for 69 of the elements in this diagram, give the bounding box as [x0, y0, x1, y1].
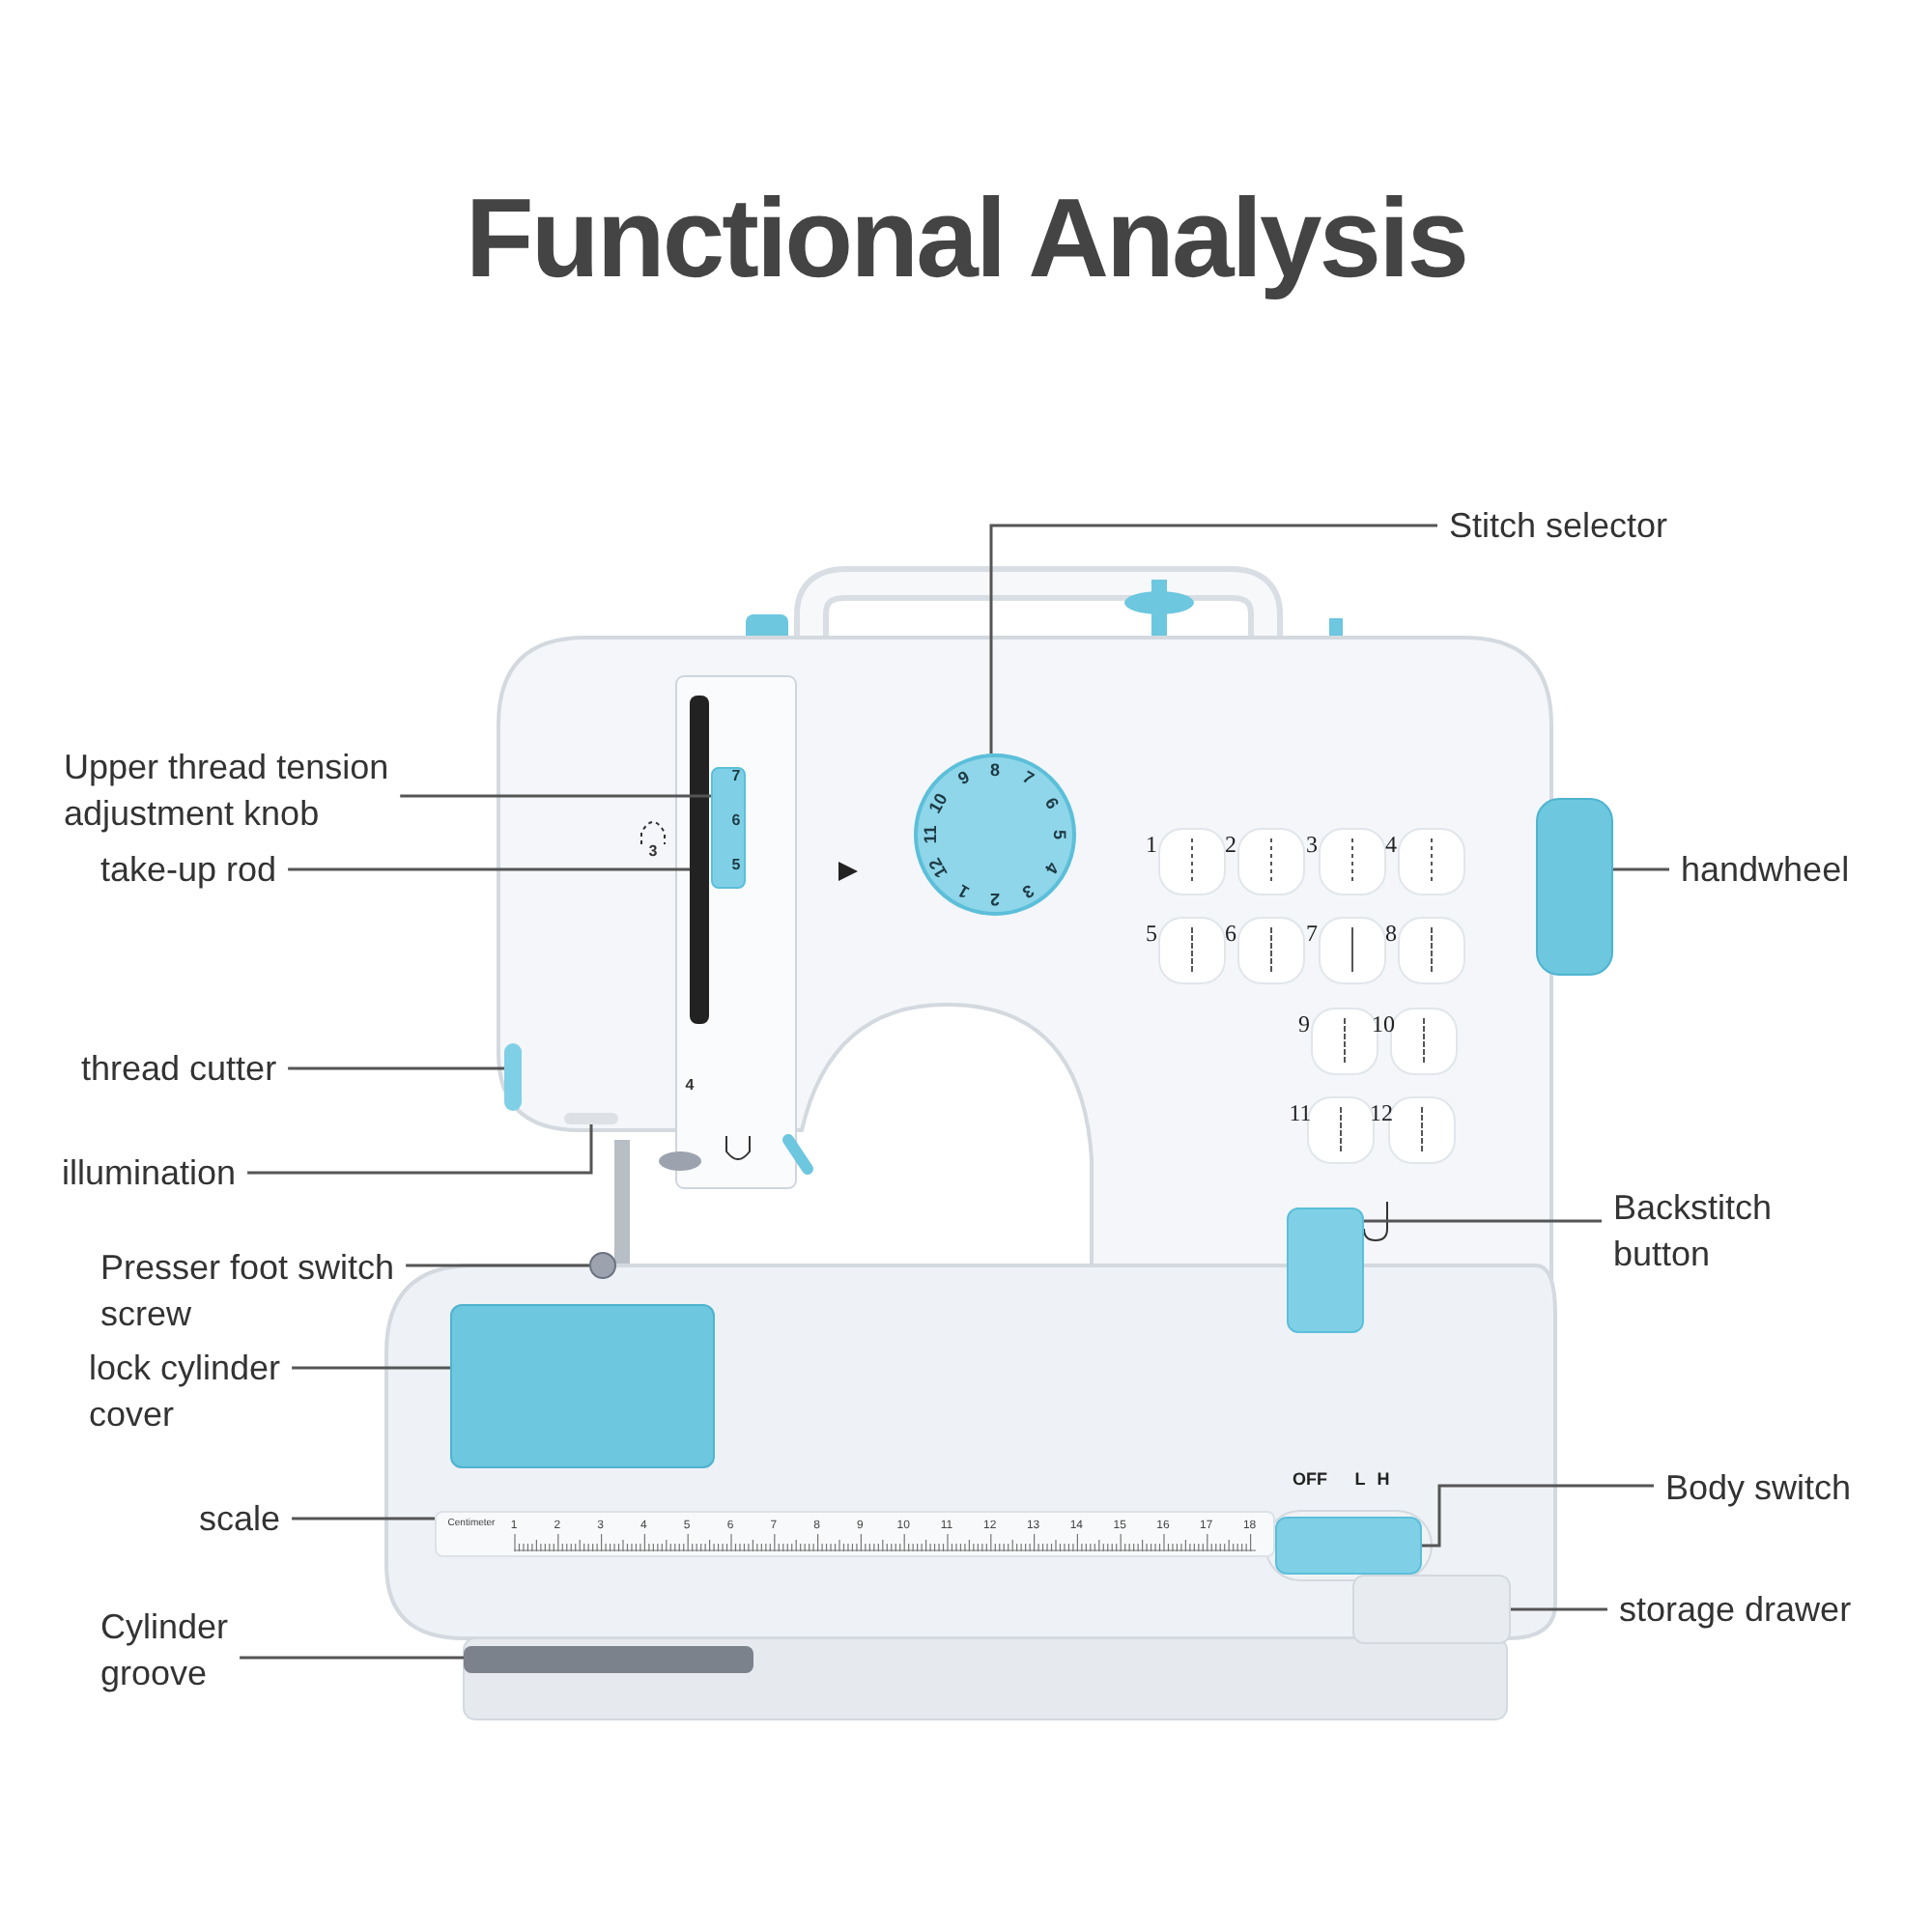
leader-line — [288, 1066, 504, 1070]
dial-number: 7 — [1018, 769, 1036, 790]
callout-label: scale — [199, 1495, 281, 1542]
callout-label: handwheel — [1681, 846, 1850, 893]
marking: 3 — [648, 844, 658, 860]
switch-setting: L — [1354, 1471, 1366, 1489]
callout-label: Backstitch button — [1613, 1184, 1779, 1277]
stitch-number: 7 — [1306, 922, 1318, 945]
callout-label: illumination — [62, 1150, 237, 1196]
leader-line — [406, 1264, 589, 1267]
leader-line — [1422, 1484, 1654, 1548]
dial-number: 8 — [990, 762, 1000, 780]
needle-plate-cover — [450, 1304, 715, 1468]
stitch-number: 4 — [1385, 833, 1397, 856]
leader-line — [989, 524, 1437, 753]
callout-label: Cylinder groove — [100, 1604, 240, 1696]
leader-line — [1613, 867, 1669, 871]
dial-number: 6 — [1039, 794, 1061, 811]
dial-number: 10 — [927, 789, 952, 816]
stitch-number: 3 — [1306, 833, 1318, 856]
handwheel — [1536, 798, 1613, 976]
marking: 4 — [685, 1078, 695, 1094]
callout-label: thread cutter — [81, 1045, 277, 1092]
stitch-number: 10 — [1372, 1012, 1395, 1036]
side-tab — [504, 1043, 522, 1111]
dial-number: 9 — [954, 769, 972, 790]
leader-line — [247, 1124, 593, 1175]
marking: 7 — [731, 769, 741, 784]
groove — [464, 1646, 753, 1673]
switch-setting: H — [1377, 1471, 1390, 1489]
ruler — [435, 1511, 1275, 1557]
leader-line — [1364, 1219, 1602, 1223]
stitch-number: 8 — [1385, 922, 1397, 945]
leader-line — [400, 794, 711, 798]
stitch-number: 9 — [1298, 1012, 1310, 1036]
stitch-number: 1 — [1146, 833, 1157, 856]
slide-switch — [1275, 1517, 1422, 1575]
title: Functional Analysis — [465, 174, 1467, 305]
stitch-number: 6 — [1225, 922, 1236, 945]
dial-number: 5 — [1050, 830, 1067, 839]
dial-number: 1 — [954, 879, 972, 900]
leader-line — [240, 1656, 464, 1660]
dial-number: 2 — [990, 890, 1000, 907]
leader-line — [292, 1366, 450, 1370]
dial-number: 4 — [1039, 858, 1061, 875]
lamp-strip — [564, 1113, 618, 1124]
callout-label: storage drawer — [1619, 1586, 1852, 1633]
leader-line — [1511, 1607, 1607, 1611]
callout-label: Body switch — [1665, 1464, 1852, 1511]
stitch-number: 11 — [1289, 1101, 1312, 1124]
stitch-number: 2 — [1225, 833, 1236, 856]
callout-label: Stitch selector — [1449, 502, 1668, 549]
marking: 6 — [731, 813, 741, 829]
tension-dial-strip — [711, 767, 746, 889]
screw-knob — [589, 1252, 616, 1279]
stitch-number: 12 — [1370, 1101, 1393, 1124]
switch-setting: OFF — [1293, 1471, 1327, 1489]
stitch-number: 5 — [1146, 922, 1157, 945]
lever-button — [1287, 1208, 1364, 1333]
dial-number: 11 — [923, 825, 940, 844]
marking: 5 — [731, 858, 741, 873]
drawer-front — [1352, 1575, 1511, 1644]
callout-label: take-up rod — [100, 846, 277, 893]
dial-number: 3 — [1018, 879, 1036, 900]
callout-label: lock cylinder cover — [89, 1345, 290, 1437]
leader-line — [292, 1517, 435, 1520]
leader-line — [288, 867, 690, 871]
take-up-slot — [690, 696, 709, 1024]
dial-number: 12 — [927, 853, 952, 880]
